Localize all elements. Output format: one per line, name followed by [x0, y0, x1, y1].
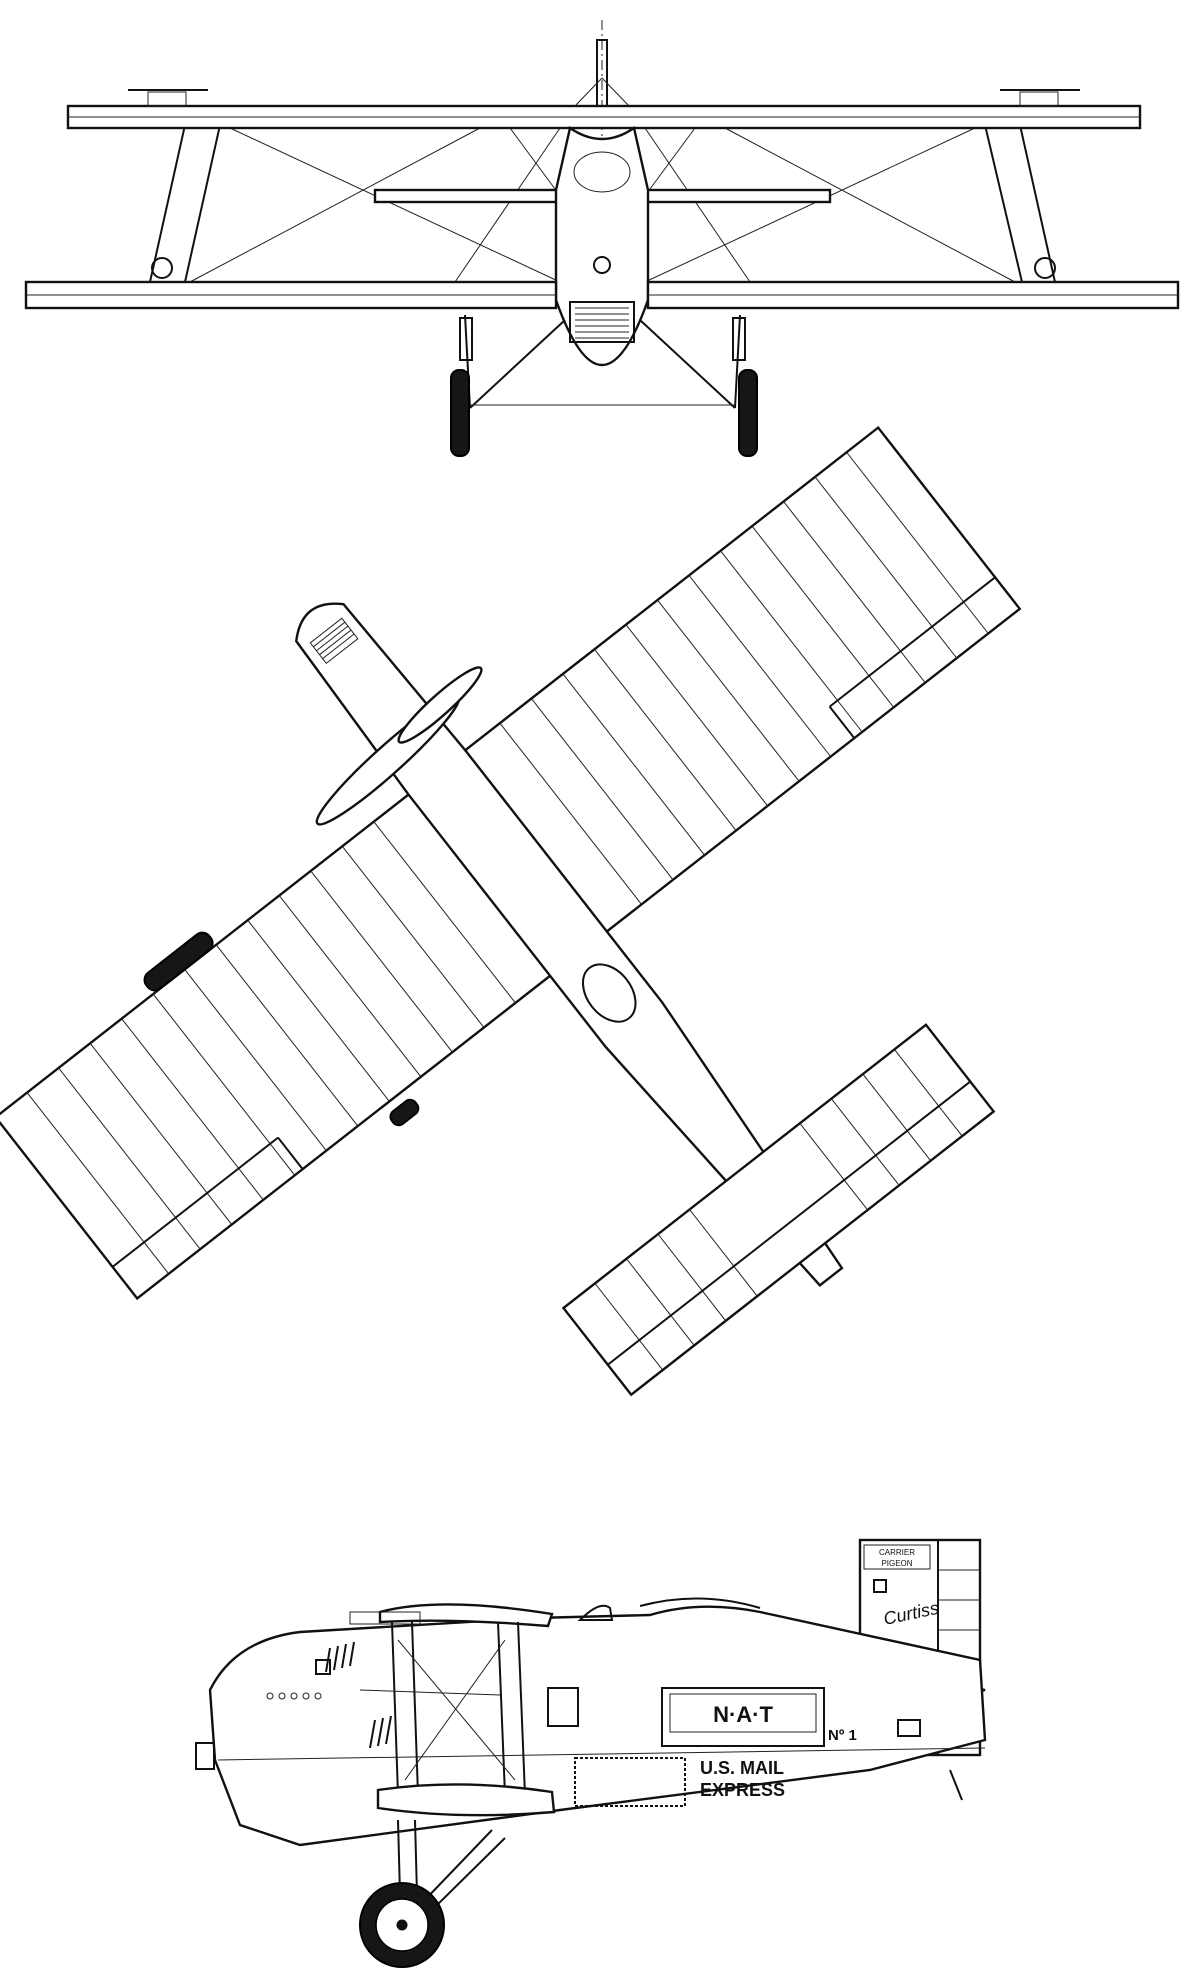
front-interplane-struts [149, 124, 1056, 283]
plan-aileron-left [111, 1136, 279, 1268]
plan-view [0, 425, 1022, 1397]
side-propeller-hub [195, 1742, 215, 1770]
fin-name-panel [863, 1544, 931, 1570]
front-wheel-right [738, 369, 758, 457]
plan-tailplane-ribs [594, 1049, 963, 1371]
plan-aileron-right [829, 576, 996, 708]
front-skid-left [151, 257, 173, 279]
side-windscreen [577, 1604, 614, 1621]
side-cockpit-rim [639, 1597, 761, 1609]
plan-propeller [315, 666, 483, 826]
side-lower-wing [376, 1783, 556, 1817]
side-view: CARRIER PIGEON Curtiss [195, 1538, 987, 1968]
front-aileron-horns [128, 89, 1080, 107]
plan-wheel-right [389, 1098, 420, 1127]
side-cowling-door [315, 1659, 331, 1675]
side-longeron [217, 1747, 986, 1761]
side-bracing-wires [359, 1639, 516, 1781]
side-tail-skid [949, 1769, 963, 1801]
front-skid-right [1034, 257, 1056, 279]
side-upper-wing-panel [349, 1611, 421, 1625]
side-nat-logo: N·A·T [713, 1702, 773, 1727]
fin-panel-line2: PIGEON [881, 1559, 912, 1568]
side-rear-window [897, 1719, 921, 1737]
side-landing-gear [397, 1819, 506, 1911]
fin-panel-line1: CARRIER [879, 1548, 915, 1557]
plan-tailplane [561, 1023, 996, 1397]
side-luggage-hatch [574, 1757, 686, 1807]
plan-cowling-grille [309, 617, 359, 665]
plan-fuselage [295, 602, 844, 1287]
front-windscreen [573, 151, 631, 193]
plan-wheel-left [143, 931, 214, 992]
side-number: Nº 1 [828, 1727, 857, 1744]
front-radiator [569, 301, 635, 343]
plan-wing-ribs [26, 451, 989, 1275]
side-nat-panel [661, 1687, 825, 1747]
front-wheel-left [450, 369, 470, 457]
side-exhaust-stubs [266, 1692, 322, 1700]
side-mail-line1: U.S. MAIL [700, 1758, 784, 1778]
plan-cockpit [582, 963, 637, 1023]
side-fuselage [208, 1605, 987, 1847]
front-fuselage [554, 126, 650, 367]
front-view [24, 20, 1180, 457]
fin-light [873, 1579, 887, 1593]
side-mail-line2: EXPRESS [700, 1780, 785, 1800]
side-mail-door [547, 1687, 579, 1727]
front-fin [596, 39, 608, 107]
front-propeller-hub [593, 256, 611, 274]
plan-elevator-hinge [607, 1080, 971, 1366]
